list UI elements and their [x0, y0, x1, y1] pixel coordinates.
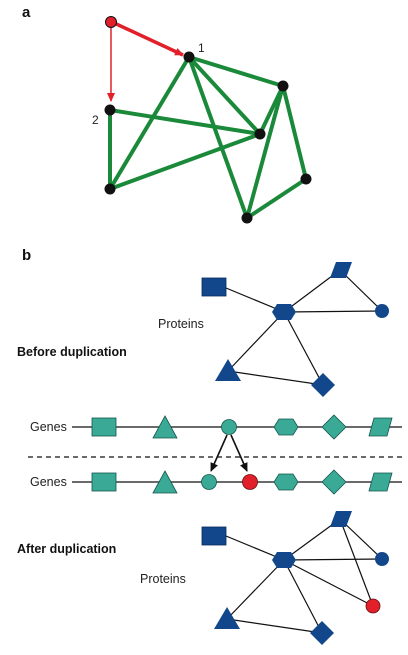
edge [108, 132, 262, 191]
duplication-arrow-left [210, 434, 228, 472]
circle-protein [375, 304, 389, 318]
square-gene [91, 472, 117, 492]
square-protein [201, 526, 227, 546]
protein-edge [226, 618, 323, 634]
edge [187, 55, 285, 88]
circle-protein-duplicate [365, 598, 381, 614]
edge [187, 55, 262, 136]
protein-edge [227, 311, 285, 372]
protein-edge [225, 287, 285, 313]
protein-edge [283, 558, 383, 561]
parallelogram-gene [368, 417, 393, 437]
protein-network-before: Proteins [158, 262, 389, 397]
protein-edge [227, 370, 324, 386]
edge [108, 108, 262, 136]
after-duplication-title: After duplication [17, 542, 116, 556]
proteins-label-top: Proteins [158, 317, 204, 331]
triangle-gene [152, 415, 178, 439]
parallelogram-protein [330, 511, 352, 527]
genes-label-top: Genes [30, 420, 67, 434]
protein-edge [226, 559, 285, 620]
protein-edge [283, 559, 374, 607]
red-arrow-to-node-1 [111, 20, 184, 57]
triangle-gene [152, 470, 178, 494]
network-node-1 [183, 51, 195, 63]
node-1-label: 1 [198, 41, 205, 55]
circle-gene-duplicate [242, 474, 258, 490]
panel-a: a 1 2 [22, 4, 312, 224]
circle-gene-original [201, 474, 217, 490]
circle-gene [221, 419, 237, 435]
diamond-gene [321, 414, 347, 440]
protein-edge [339, 518, 374, 607]
diamond-gene [321, 469, 347, 495]
genes-row-after: Genes [30, 469, 402, 495]
protein-edge [339, 269, 383, 312]
protein-network-after: Proteins [140, 511, 389, 645]
network-node [254, 128, 266, 140]
diamond-protein [310, 621, 334, 645]
origin-node-red [105, 16, 117, 28]
hexagon-gene [273, 473, 299, 491]
network-node [277, 80, 289, 92]
hexagon-protein [272, 552, 296, 568]
square-protein [201, 277, 227, 297]
network-node [104, 183, 116, 195]
network-node [241, 212, 253, 224]
circle-protein [375, 552, 389, 566]
protein-edge [283, 559, 323, 634]
duplication-arrow-right [230, 434, 248, 472]
edge [245, 177, 308, 220]
protein-edge [339, 518, 383, 560]
node-2-label: 2 [92, 113, 99, 127]
protein-edge [283, 310, 383, 313]
panel-a-letter: a [22, 4, 31, 21]
genes-label-bottom: Genes [30, 475, 67, 489]
edge [281, 84, 308, 181]
before-duplication-title: Before duplication [17, 345, 127, 359]
network-edges [108, 55, 308, 220]
hexagon-protein [272, 304, 296, 320]
square-gene [91, 417, 117, 437]
protein-edge [283, 311, 324, 386]
triangle-protein [214, 607, 240, 629]
edge [187, 55, 249, 220]
hexagon-gene [273, 418, 299, 436]
genes-row-before: Genes [30, 414, 402, 440]
panel-b: b Proteins Before duplication Genes [17, 247, 404, 645]
diamond-protein [311, 373, 335, 397]
edge [245, 84, 285, 220]
triangle-protein [215, 359, 241, 381]
proteins-label-bottom: Proteins [140, 572, 186, 586]
protein-edge [225, 535, 285, 561]
edge [108, 55, 191, 191]
network-node-2 [104, 104, 116, 116]
parallelogram-protein [330, 262, 352, 278]
network-node [300, 173, 312, 185]
panel-b-letter: b [22, 247, 31, 264]
parallelogram-gene [368, 472, 393, 492]
